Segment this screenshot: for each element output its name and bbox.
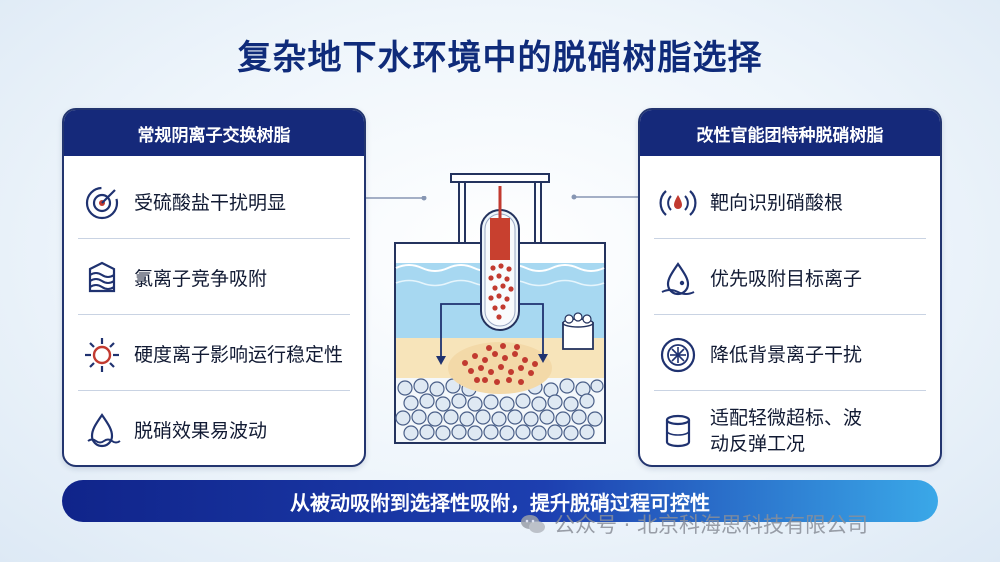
divider bbox=[78, 314, 350, 315]
conventional-resin-panel: 常规阴离子交换树脂 受硫酸盐干扰明显 氯离子竞争吸附 bbox=[62, 108, 366, 467]
divider bbox=[654, 238, 926, 239]
wechat-icon bbox=[521, 515, 545, 533]
item-label: 优先吸附目标离子 bbox=[710, 268, 863, 290]
conclusion-text: 从被动吸附到选择性吸附，提升脱硝过程可控性 bbox=[290, 490, 710, 515]
watermark-text: 公众号 · 北京科海思科技有限公司 bbox=[554, 513, 869, 537]
list-item: 氯离子竞争吸附 bbox=[78, 242, 350, 316]
target-interference-icon bbox=[85, 186, 119, 220]
list-item: 硬度离子影响运行稳定性 bbox=[78, 318, 350, 392]
layers-icon bbox=[88, 261, 116, 293]
droplet-wave-icon bbox=[87, 413, 121, 448]
water-drop-icon bbox=[661, 262, 695, 296]
cylinder-tank-icon bbox=[665, 414, 691, 448]
item-label: 降低背景离子干扰 bbox=[710, 344, 863, 366]
divider bbox=[78, 390, 350, 391]
divider bbox=[654, 314, 926, 315]
conventional-resin-header: 常规阴离子交换树脂 bbox=[64, 110, 364, 156]
item-label-line2: 动反弹工况 bbox=[710, 433, 806, 455]
resin-bucket bbox=[562, 312, 594, 350]
list-item: 脱硝效果易波动 bbox=[78, 394, 350, 465]
list-item: 优先吸附目标离子 bbox=[654, 242, 926, 316]
watermark: 公众号 · 北京科海思科技有限公司 bbox=[520, 506, 970, 542]
conclusion-banner: 从被动吸附到选择性吸附，提升脱硝过程可控性 bbox=[62, 480, 938, 522]
divider bbox=[78, 238, 350, 239]
item-label: 脱硝效果易波动 bbox=[134, 420, 268, 442]
radar-target-icon bbox=[659, 190, 697, 216]
modified-resin-header: 改性官能团特种脱硝树脂 bbox=[640, 110, 940, 156]
item-label-line1: 适配轻微超标、波 bbox=[710, 407, 863, 429]
gravel-balls bbox=[395, 378, 604, 441]
resin-cluster bbox=[462, 343, 538, 385]
groundwater-resin-illustration bbox=[394, 173, 606, 444]
filter-disc-icon bbox=[660, 337, 696, 373]
modified-resin-panel: 改性官能团特种脱硝树脂 靶向识别硝酸根 优先吸附目标离子 降低背 bbox=[638, 108, 942, 467]
page-title: 复杂地下水环境中的脱硝树脂选择 bbox=[237, 38, 763, 78]
list-item: 靶向识别硝酸根 bbox=[654, 166, 926, 240]
item-label: 氯离子竞争吸附 bbox=[134, 268, 268, 290]
list-item: 降低背景离子干扰 bbox=[654, 318, 926, 392]
right-connector-line bbox=[571, 194, 638, 200]
warning-burst-icon bbox=[85, 338, 119, 372]
item-label: 硬度离子影响运行稳定性 bbox=[134, 344, 344, 366]
list-item: 适配轻微超标、波 动反弹工况 bbox=[654, 394, 926, 465]
item-label: 靶向识别硝酸根 bbox=[710, 192, 844, 214]
item-label: 适配轻微超标、波 动反弹工况 bbox=[710, 405, 862, 457]
list-item: 受硫酸盐干扰明显 bbox=[78, 166, 350, 240]
divider bbox=[654, 390, 926, 391]
red-injection-pipe bbox=[490, 218, 510, 260]
item-label: 受硫酸盐干扰明显 bbox=[134, 192, 287, 214]
left-connector-line bbox=[362, 196, 427, 201]
